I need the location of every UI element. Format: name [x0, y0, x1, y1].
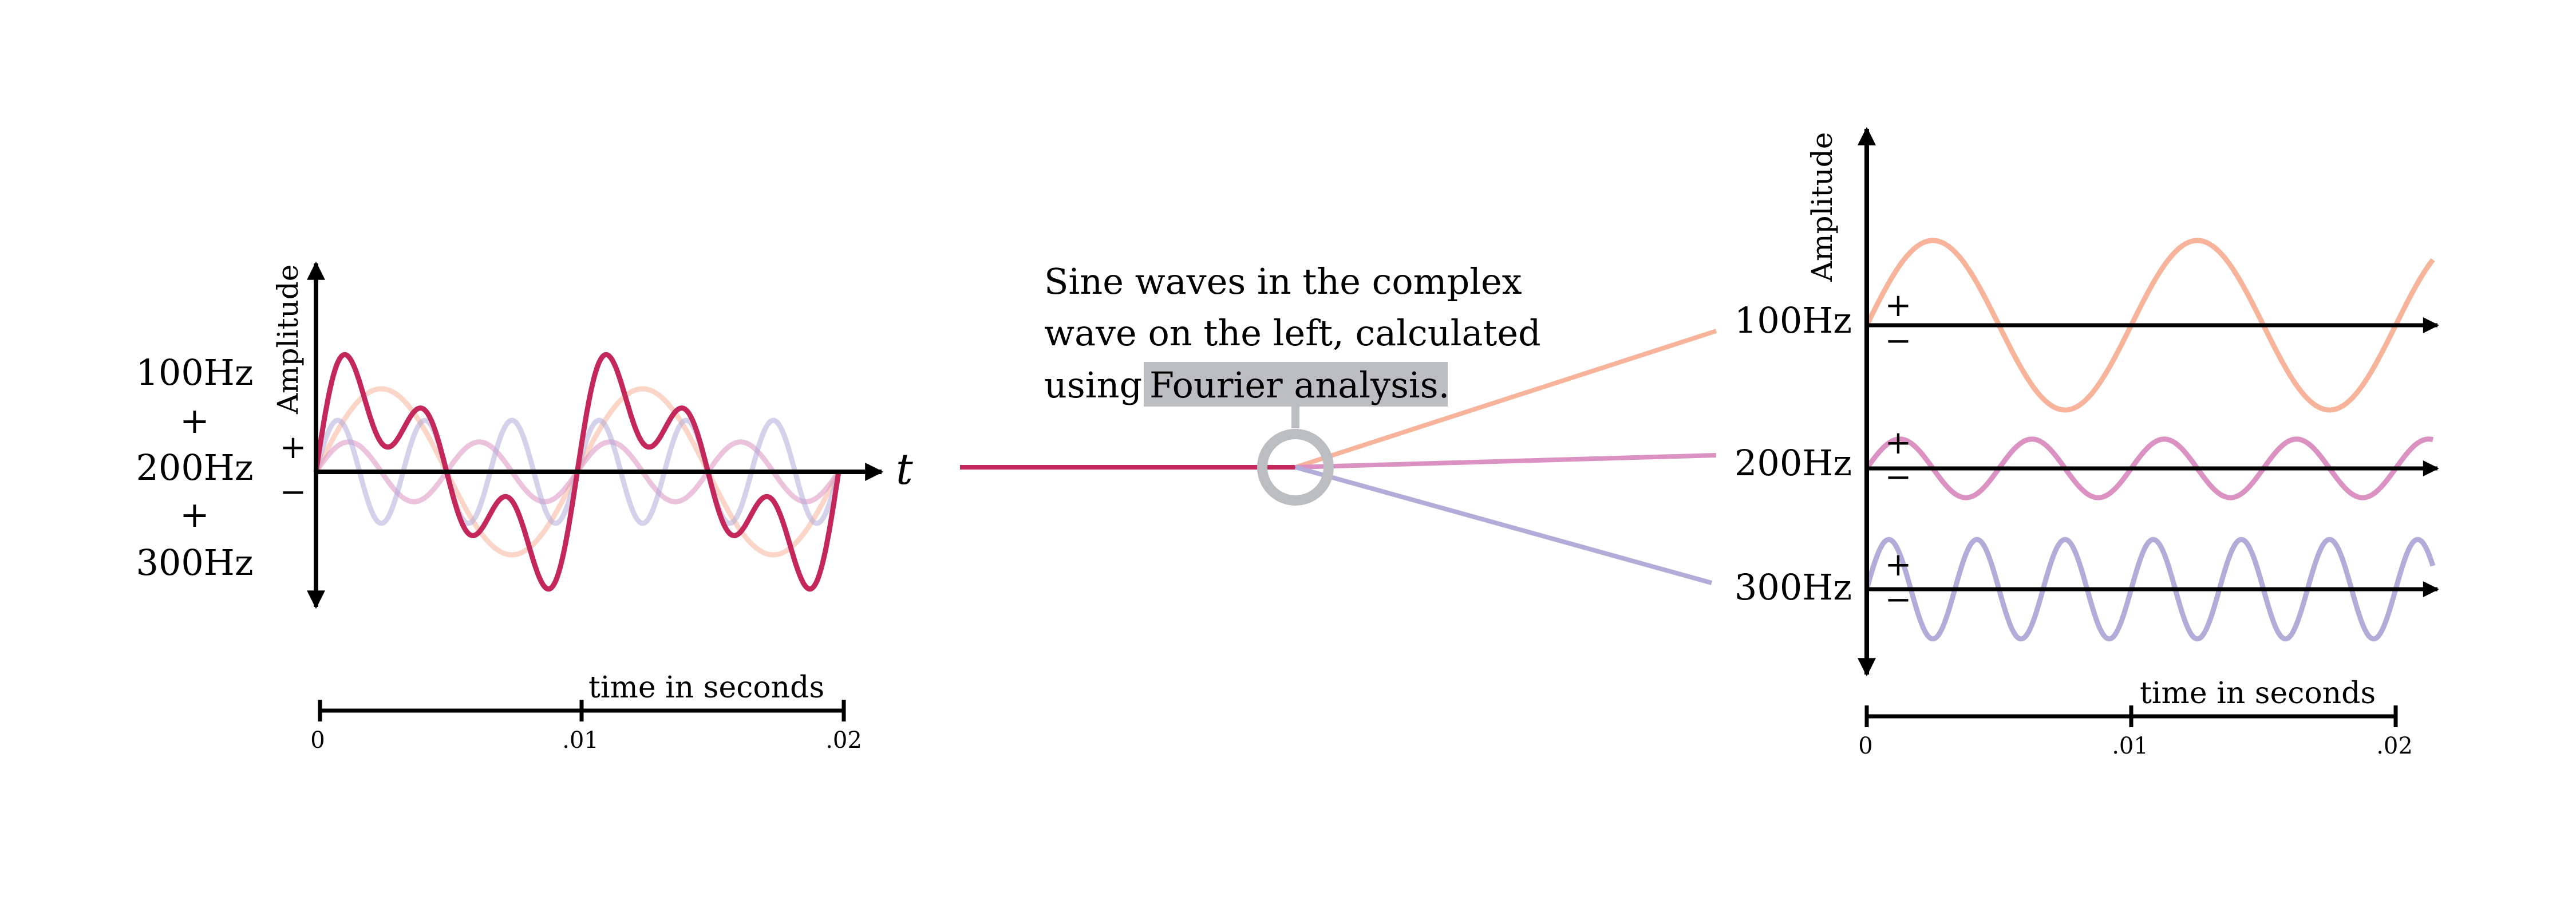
caption-highlight-fourier[interactable]: Fourier analysis.: [1149, 364, 1449, 406]
left-label-200hz: 200Hz: [136, 447, 253, 488]
caption-line-2: wave on the left, calculated: [1044, 312, 1541, 354]
left-tick-0: 0: [310, 727, 325, 754]
right-minus-300hz: −: [1885, 581, 1912, 618]
right-label-100hz: 100Hz: [1735, 299, 1852, 341]
left-plus-sign: +: [280, 429, 307, 466]
right-x-axis-label: time in seconds: [2140, 676, 2376, 711]
right-minus-200hz: −: [1885, 459, 1912, 496]
right-label-300hz: 300Hz: [1735, 566, 1852, 608]
left-label-100hz: 100Hz: [136, 352, 253, 393]
left-chart: 100Hz + 200Hz + 300Hz Amplitude + − t ti…: [136, 261, 913, 754]
right-tick-0: 0: [1858, 733, 1872, 759]
right-wave-200hz: [1864, 436, 2435, 500]
left-label-plus-1: +: [180, 400, 210, 441]
right-plus-100hz: +: [1885, 287, 1912, 324]
caption-line-1: Sine waves in the complex: [1044, 261, 1522, 302]
left-y-axis-label: Amplitude: [271, 265, 305, 415]
branch-300hz: [1294, 465, 1713, 585]
right-tick-02: .02: [2376, 733, 2413, 759]
right-waves: [1864, 238, 2436, 642]
right-y-axis-label: Amplitude: [1805, 132, 1839, 282]
left-t-label: t: [896, 445, 913, 494]
right-plus-300hz: +: [1885, 546, 1912, 583]
left-tick-02: .02: [825, 727, 862, 754]
right-plus-200hz: +: [1885, 424, 1912, 462]
highlight-box: [1144, 362, 1448, 407]
right-minus-100hz: −: [1885, 322, 1912, 360]
magnifier-circle-icon: [1257, 429, 1334, 506]
left-time-scale: [318, 700, 846, 721]
left-label-plus-2: +: [180, 494, 210, 535]
caption-line-3-prefix: using: [1044, 364, 1142, 406]
middle-annotation: Sine waves in the complex wave on the le…: [960, 261, 1717, 585]
left-x-axis-label: time in seconds: [588, 671, 824, 705]
left-tick-01: .01: [562, 727, 599, 754]
branch-200hz: [1295, 453, 1717, 470]
left-label-300hz: 300Hz: [136, 542, 253, 583]
right-chart: Amplitude 100Hz 200Hz 300Hz + − + − + − …: [1735, 127, 2439, 759]
left-minus-sign: −: [280, 474, 307, 511]
branch-100hz: [1294, 329, 1717, 470]
right-wave-100hz: [1864, 238, 2435, 413]
right-time-scale: [1864, 705, 2398, 727]
right-tick-01: .01: [2112, 733, 2148, 759]
right-label-200hz: 200Hz: [1735, 442, 1852, 484]
right-wave-300hz: [1864, 537, 2436, 642]
